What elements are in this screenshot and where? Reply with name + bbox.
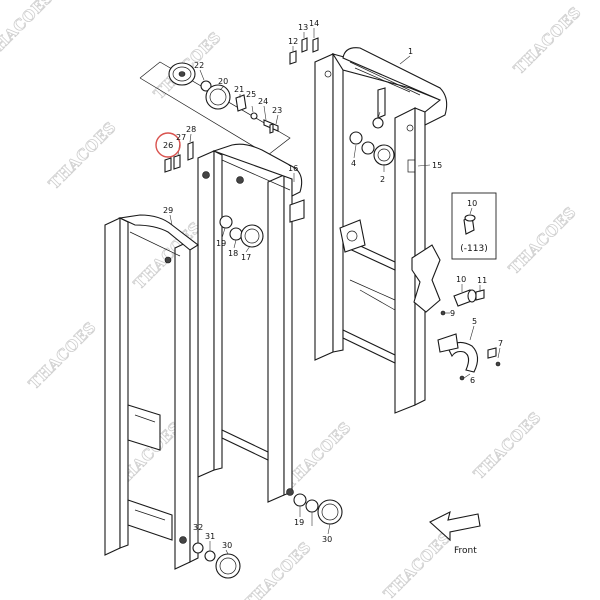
callout-1: 1 — [408, 47, 413, 56]
callout-2: 2 — [380, 175, 385, 184]
callout-25: 25 — [246, 90, 256, 99]
shim-group-top — [289, 37, 319, 65]
watermark-text: THACOES — [510, 3, 585, 78]
middle-roller-group — [219, 215, 264, 248]
callout-11: 11 — [477, 276, 487, 285]
callout-16: 16 — [288, 164, 298, 173]
leader-lines — [169, 28, 501, 555]
bottom-roller-group — [192, 542, 241, 579]
callout-19: 19 — [216, 239, 226, 248]
front-indicator: Front — [429, 510, 481, 556]
callout-28: 28 — [186, 125, 196, 134]
watermark-text: THACOES — [25, 318, 100, 393]
callout-29: 29 — [163, 206, 173, 215]
watermark-text: THACOES — [505, 203, 580, 278]
inner-mast — [197, 143, 305, 503]
lower-roller-group — [293, 493, 343, 525]
carriage-frame — [104, 214, 199, 570]
callout-7: 7 — [498, 339, 503, 348]
upper-roller-group — [168, 62, 279, 134]
watermark-text: THACOES — [240, 538, 315, 600]
watermark-text: THACOES — [0, 0, 57, 63]
callout-14: 14 — [309, 19, 319, 28]
callout-18: 18 — [228, 249, 238, 258]
watermark-text: THACOES — [470, 408, 545, 483]
callout-10-detail: 10 — [467, 199, 477, 208]
callout-10: 10 — [456, 275, 466, 284]
outer-mast — [314, 47, 448, 414]
callout-32: 32 — [193, 523, 203, 532]
callout-5: 5 — [472, 317, 477, 326]
explode-plane-top — [139, 61, 291, 156]
page-ref-label: (-113) — [460, 244, 487, 254]
callout-9: 9 — [450, 309, 455, 318]
callout-6: 6 — [470, 376, 475, 385]
callout-21: 21 — [234, 85, 244, 94]
shim-group-left — [164, 141, 194, 173]
callout-17: 17 — [241, 253, 251, 262]
pin-detail-box: (-113) — [451, 192, 497, 260]
callout-31: 31 — [205, 532, 215, 541]
callout-4: 4 — [351, 159, 356, 168]
mast-roller-group — [349, 117, 395, 166]
callout-15: 15 — [432, 161, 442, 170]
callout-23: 23 — [272, 106, 282, 115]
watermark-text: THACOES — [45, 118, 120, 193]
callout-26: 26 — [163, 141, 173, 150]
callout-30: 30 — [222, 541, 232, 550]
callout-24: 24 — [258, 97, 268, 106]
watermark-text: THACOES — [380, 528, 455, 600]
callout-13: 13 — [298, 23, 308, 32]
callout-22: 22 — [194, 61, 204, 70]
callout-30-lower: 30 — [322, 535, 332, 544]
callout-labels: 1 2 4 5 6 7 9 10 10 11 12 13 14 15 16 17… — [163, 19, 503, 550]
callout-20: 20 — [218, 77, 228, 86]
callout-27: 27 — [176, 133, 186, 142]
pin-assembly — [437, 289, 501, 381]
front-label: Front — [454, 546, 477, 556]
highlight-ring — [155, 132, 181, 158]
callout-19-lower: 19 — [294, 518, 304, 527]
callout-12: 12 — [288, 37, 298, 46]
